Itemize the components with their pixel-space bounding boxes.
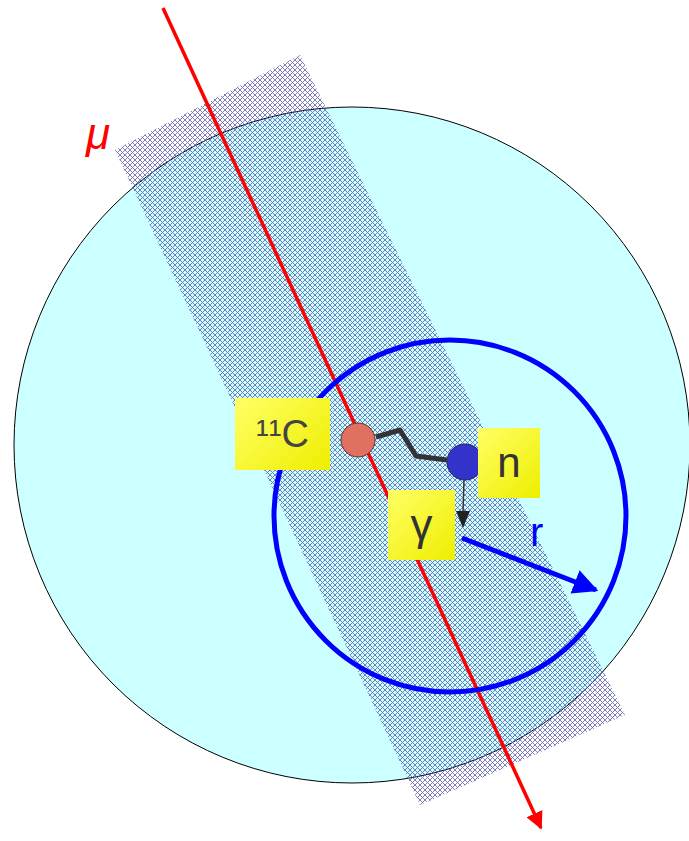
muon-label: μ — [86, 112, 110, 156]
veto-sphere — [274, 340, 626, 692]
neutron-path — [376, 430, 447, 460]
neutron-label: n — [478, 428, 540, 498]
radius-label: r — [530, 512, 543, 552]
node-text: γ — [411, 503, 433, 547]
node-text: n — [497, 442, 520, 484]
gamma-label: γ — [388, 490, 455, 560]
veto-band — [115, 55, 625, 805]
gamma-arrowhead — [456, 511, 470, 528]
muon-track — [163, 8, 541, 828]
carbon-nucleus — [341, 423, 375, 457]
node-text: ¹¹C — [256, 415, 309, 453]
isotope-label: ¹¹C — [235, 398, 330, 470]
radius-arrow — [462, 538, 596, 590]
gamma-line — [463, 480, 464, 512]
